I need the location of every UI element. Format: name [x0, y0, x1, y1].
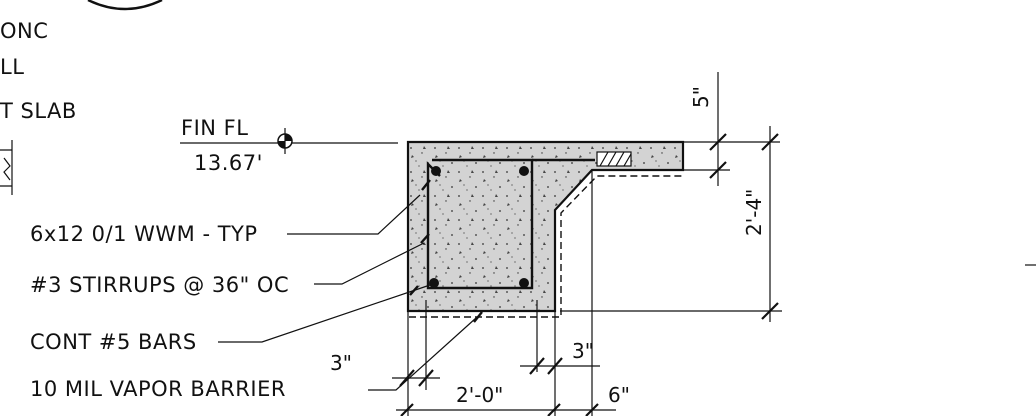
dim-tick-c	[529, 357, 545, 375]
section-marker-arc	[87, 0, 163, 11]
rebar-bottom-left	[429, 278, 439, 288]
rebar-top-left	[431, 166, 441, 176]
dim-tick-slab-top	[709, 133, 727, 151]
dim-cover-left: 3"	[330, 351, 352, 375]
dim-cover-right: 3"	[572, 339, 594, 363]
dim-footing-width: 2'-0"	[456, 383, 503, 407]
dim-tick-slab-bottom	[709, 161, 727, 179]
rebar-top-right	[519, 166, 529, 176]
dim-footing-depth: 2'-4"	[742, 189, 766, 236]
leader-wwm	[287, 194, 421, 235]
dim-tick-a	[399, 369, 415, 387]
callout-vapor: 10 MIL VAPOR BARRIER	[30, 377, 286, 401]
dim-slope-offset: 6"	[608, 383, 630, 407]
callout-wwm: 6x12 0/1 WWM - TYP	[30, 222, 258, 246]
leader-bars	[218, 284, 431, 343]
dim-tick-depth-bottom	[761, 302, 779, 320]
leader-vapor	[368, 317, 477, 391]
break-line-symbol	[0, 140, 13, 195]
stirrup	[426, 158, 534, 290]
dim-slab-thickness: 5"	[689, 86, 713, 108]
dim-tick-g	[585, 403, 599, 416]
wwm-mark	[409, 179, 483, 323]
footing-concrete	[406, 140, 685, 313]
dim-tick-f	[547, 403, 561, 416]
partial-label-conc: ONC	[0, 19, 48, 43]
expansion-joint-hatch	[596, 151, 632, 167]
partial-label-wall: LL	[0, 55, 24, 79]
leader-stirrups	[314, 242, 425, 285]
rebar-bottom-right	[519, 278, 529, 288]
callout-stirrups: #3 STIRRUPS @ 36" OC	[30, 273, 289, 297]
dim-tick-d	[547, 357, 563, 375]
dim-tick-depth-top	[761, 133, 779, 151]
vapor-barrier-line	[409, 175, 683, 318]
partial-label-slab: T SLAB	[0, 99, 77, 123]
callout-bars: CONT #5 BARS	[30, 330, 197, 354]
dim-tick-b	[418, 369, 434, 387]
elevation-label: FIN FL	[181, 116, 248, 140]
elevation-value: 13.67'	[194, 151, 263, 175]
elevation-target-icon	[277, 128, 293, 154]
dim-tick-e	[400, 403, 414, 416]
